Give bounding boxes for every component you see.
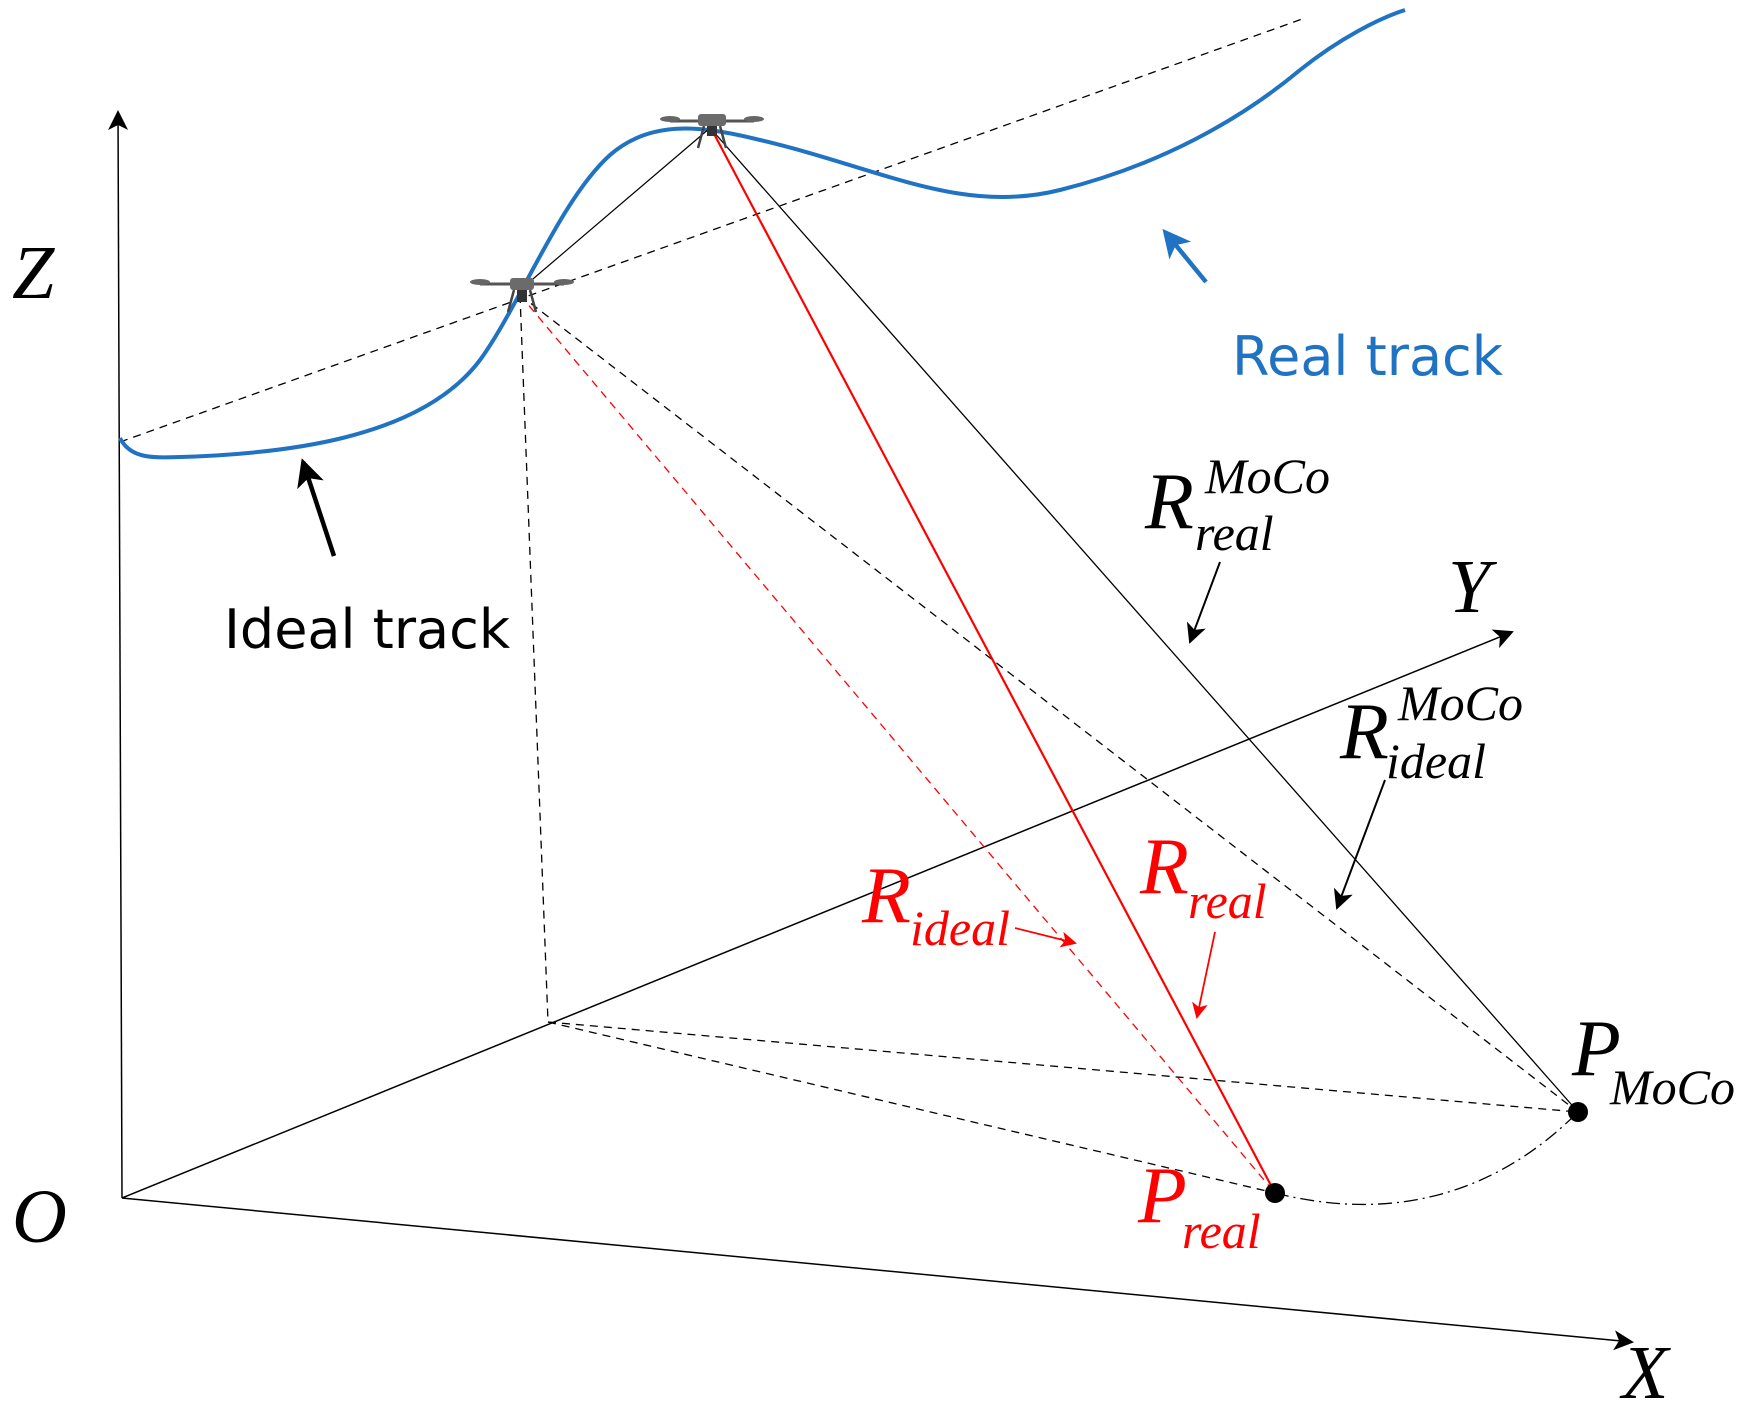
r-real-arrow (1192, 931, 1216, 1019)
svg-text:ideal: ideal (910, 900, 1010, 956)
projection-vertical (519, 294, 549, 1023)
svg-text:P: P (1137, 1152, 1187, 1240)
svg-text:R: R (1139, 823, 1189, 911)
ideal-track-label: Ideal track (224, 598, 511, 661)
origin-label: O (12, 1175, 67, 1259)
svg-text:real: real (1188, 873, 1267, 929)
x-axis-label: X (1619, 1331, 1671, 1406)
svg-text:MoCo: MoCo (1204, 448, 1330, 504)
axes (108, 110, 1634, 1351)
drone-icon (470, 278, 574, 313)
p-moco-point (1568, 1102, 1588, 1122)
projection-to-pmoco (547, 1021, 1579, 1113)
r-real-moco-label: R MoCo real (1144, 448, 1330, 561)
svg-text:R: R (1144, 458, 1194, 546)
r-ideal-moco-line (519, 294, 1579, 1113)
ideal-track-arrow (297, 458, 337, 557)
real-track-arrow (1162, 228, 1208, 284)
r-real-moco-arrow (1186, 561, 1221, 644)
r-real-label: R real (1139, 823, 1267, 929)
r-ideal-moco-arrow (1333, 779, 1386, 910)
r-ideal-line (519, 294, 1276, 1194)
svg-text:R: R (1339, 688, 1389, 776)
r-ideal-arrow (1014, 927, 1077, 948)
r-real-moco-line (711, 129, 1579, 1113)
r-real-line (711, 129, 1276, 1194)
svg-text:MoCo: MoCo (1609, 1059, 1735, 1115)
z-axis-label: Z (12, 231, 55, 315)
drone-icon (660, 114, 764, 149)
z-axis (108, 110, 129, 1199)
svg-text:real: real (1182, 1203, 1261, 1259)
p-moco-label: P MoCo (1571, 1005, 1735, 1115)
projection-to-preal (547, 1021, 1276, 1194)
r-ideal-label: R ideal (861, 852, 1010, 956)
r-ideal-moco-label: R MoCo ideal (1339, 675, 1523, 789)
svg-text:ideal: ideal (1386, 733, 1486, 789)
point-offset-curve (1274, 1111, 1579, 1206)
p-real-label: P real (1137, 1152, 1261, 1259)
real-track-label: Real track (1232, 325, 1504, 388)
real-track-curve (118, 8, 1406, 460)
svg-text:P: P (1571, 1005, 1621, 1093)
x-axis (121, 1197, 1634, 1351)
p-real-point (1265, 1183, 1285, 1203)
svg-text:R: R (861, 852, 911, 940)
y-axis (121, 629, 1514, 1199)
svg-text:real: real (1195, 505, 1274, 561)
drone-link (519, 127, 711, 291)
y-axis-label: Y (1448, 545, 1498, 629)
ideal-track-line (119, 17, 1306, 443)
svg-text:MoCo: MoCo (1397, 675, 1523, 731)
